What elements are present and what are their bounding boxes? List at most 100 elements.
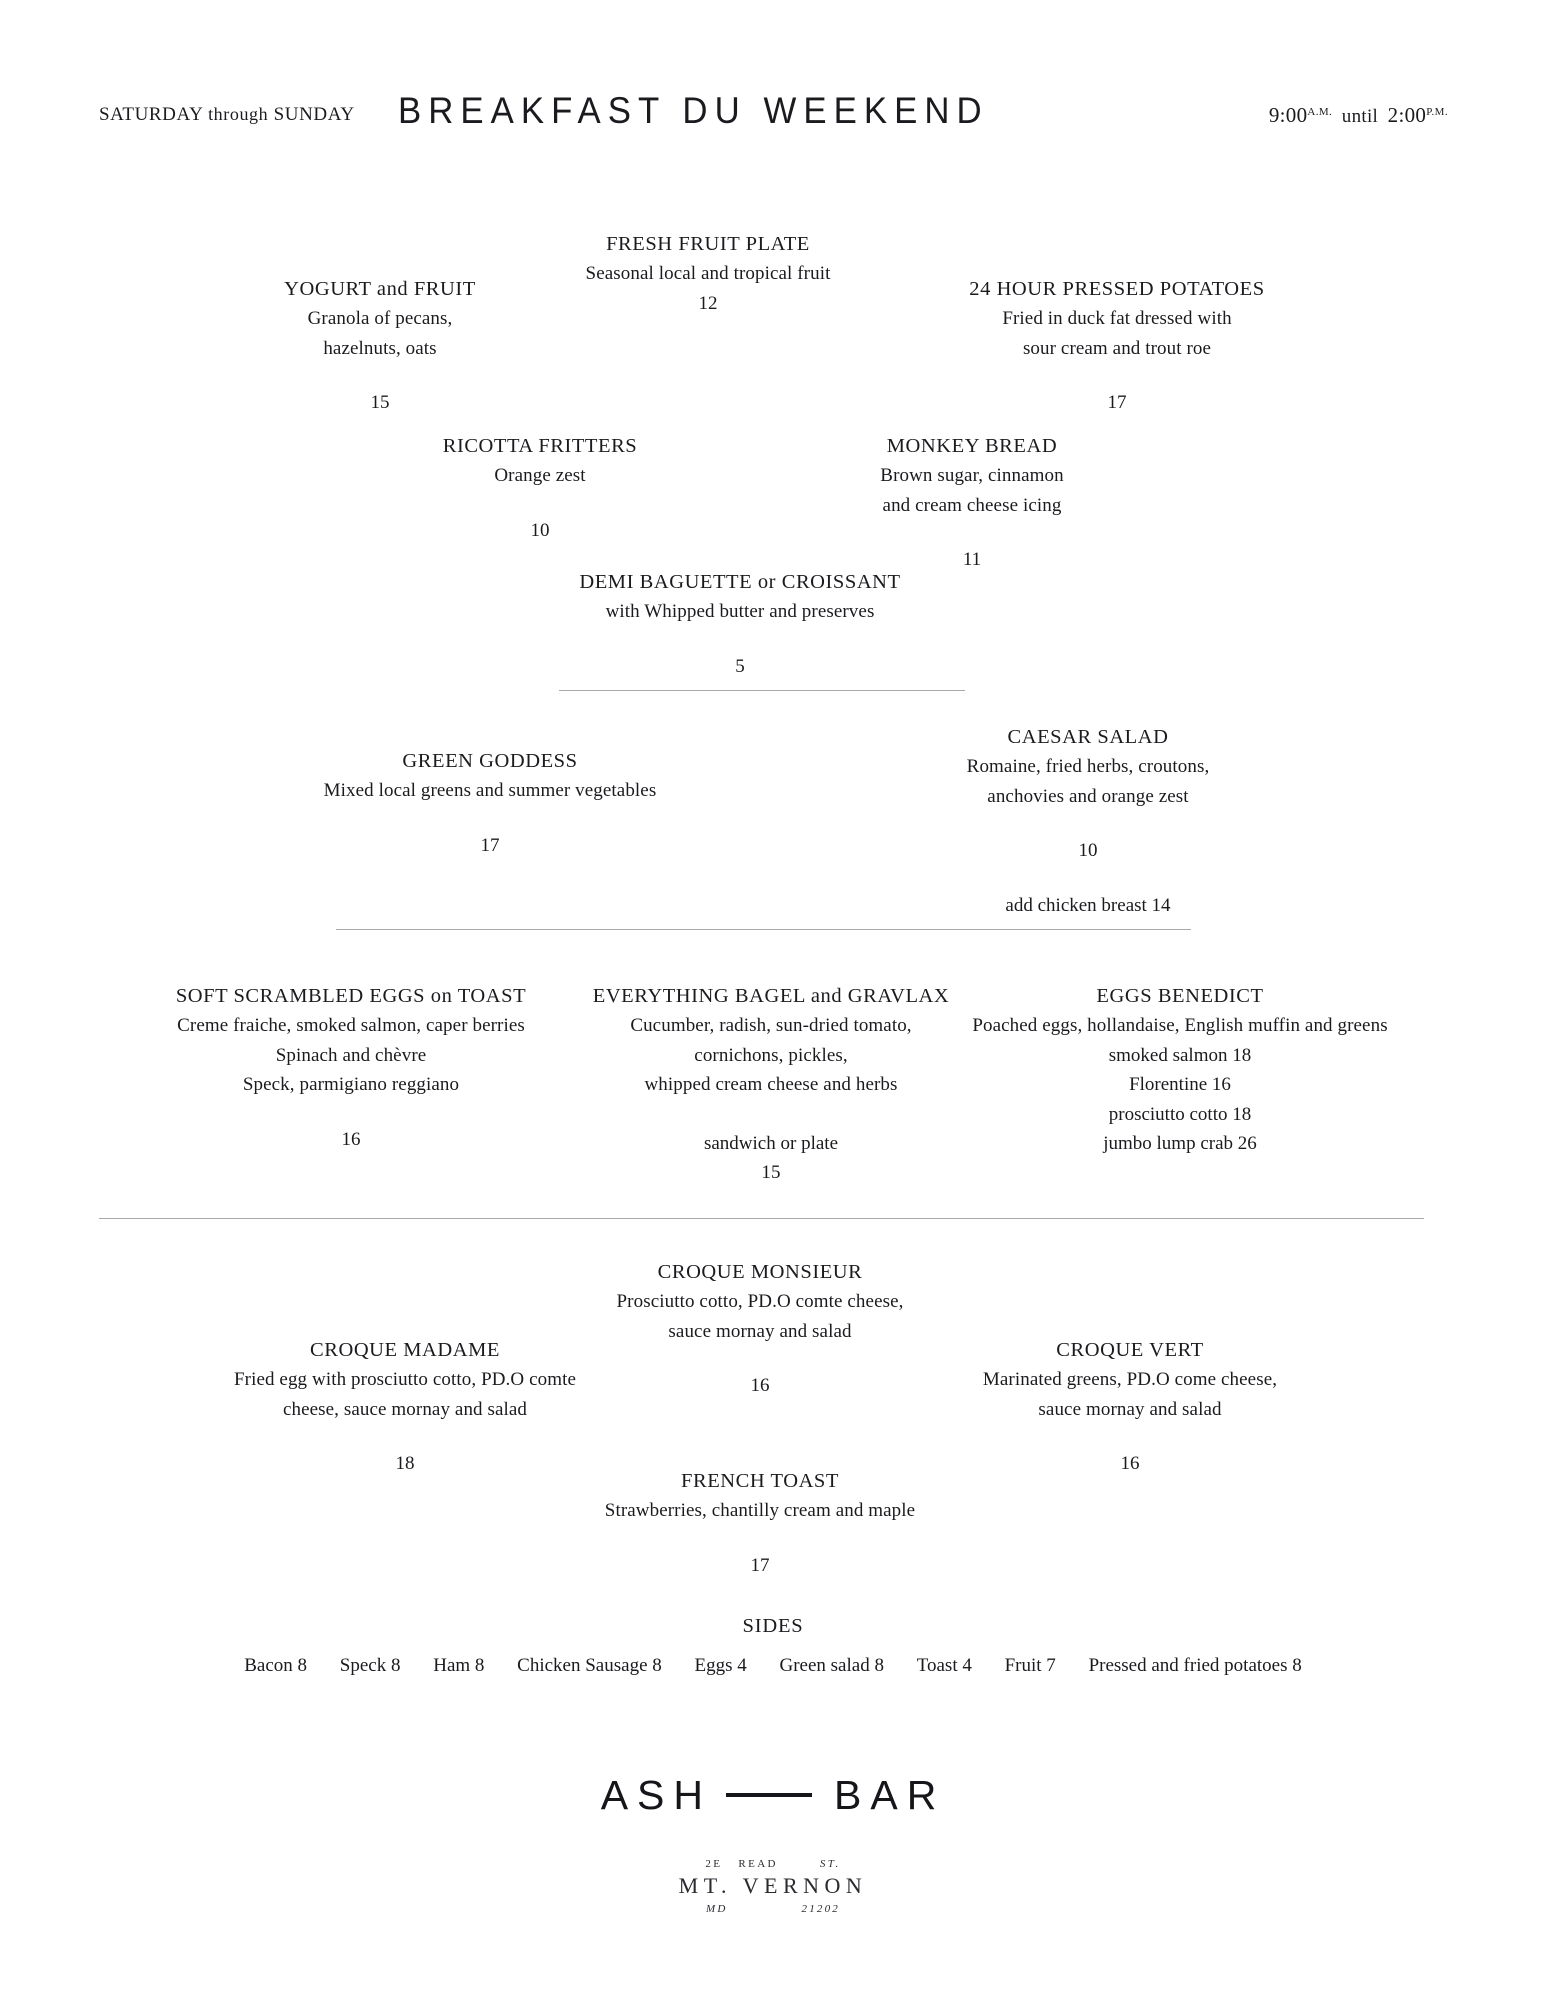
brand-logo-left: ASH [600, 1772, 712, 1818]
item-name: FRENCH TOAST [681, 1470, 839, 1492]
item-price: 15 [370, 392, 390, 413]
item-note: sandwich or plate [703, 1132, 838, 1154]
item-name: DEMI BAGUETTE or CROISSANT [579, 571, 901, 593]
item-price: 15 [761, 1161, 781, 1183]
item-name: FRESH FRUIT PLATE [606, 233, 810, 255]
item-add-on: add chicken breast 14 [1005, 895, 1171, 916]
section-divider-eggs [336, 929, 1191, 930]
item-name: CROQUE MADAME [310, 1339, 500, 1361]
menu-item-eggs-benedict: EGGS BENEDICT Poached eggs, hollandaise,… [940, 982, 1420, 1159]
service-days: SATURDAY through SUNDAY [99, 104, 355, 126]
address-zip: 21202 [801, 1903, 840, 1915]
side-item: Chicken Sausage 8 [517, 1655, 662, 1676]
item-description-line: cheese, sauce mornay and salad [282, 1398, 528, 1420]
item-description-line: sour cream and trout roe [1022, 337, 1212, 359]
item-price: 10 [530, 519, 550, 541]
item-price: 16 [341, 1128, 361, 1150]
side-item: Bacon 8 [244, 1655, 308, 1676]
address-number: 2E [705, 1858, 723, 1870]
item-description-line: Mixed local greens and summer vegetables [323, 780, 657, 801]
item-price: 17 [480, 834, 500, 856]
close-meridiem: P.M. [1426, 106, 1448, 118]
item-price: 11 [962, 549, 982, 570]
item-price: 18 [395, 1453, 415, 1474]
item-description-line: cornichons, pickles, [694, 1044, 848, 1066]
item-description-line: Romaine, fried herbs, croutons, [966, 756, 1210, 777]
item-name: EGGS BENEDICT [1096, 985, 1264, 1007]
item-description-line: Fried in duck fat dressed with [1002, 308, 1232, 329]
item-name: CROQUE VERT [1056, 1339, 1204, 1361]
service-hours: 9:00A.M. until 2:00P.M. [1269, 103, 1448, 128]
brand-logo-right: BAR [834, 1772, 946, 1818]
menu-item-green-goddess: GREEN GODDESS Mixed local greens and sum… [290, 747, 690, 860]
address-state: MD [705, 1903, 728, 1915]
side-item: Fruit 7 [1004, 1655, 1056, 1676]
item-description-line: Brown sugar, cinnamon [880, 465, 1064, 486]
menu-item-soft-scrambled-eggs: SOFT SCRAMBLED EGGS on TOAST Creme fraic… [106, 982, 596, 1154]
sides-heading: SIDES [742, 1615, 804, 1637]
menu-item-demi-baguette: DEMI BAGUETTE or CROISSANT with Whipped … [560, 568, 920, 681]
item-description-line: Orange zest [494, 465, 586, 486]
hours-connector: until [1341, 106, 1379, 127]
item-description-line: anchovies and orange zest [987, 785, 1189, 807]
address-street-type: ST. [819, 1858, 841, 1870]
brand-logo-dash-icon [726, 1792, 812, 1797]
menu-item-yogurt-and-fruit: YOGURT and FRUIT Granola of pecans, haze… [190, 275, 570, 417]
item-description-line: Speck, parmigiano reggiano [242, 1074, 460, 1095]
sides-list: Bacon 8 Speck 8 Ham 8 Chicken Sausage 8 … [0, 1655, 1546, 1677]
page-title: BREAKFAST DU WEEKEND [398, 90, 989, 131]
item-description-line: and cream cheese icing [882, 494, 1062, 516]
item-price: 10 [1078, 840, 1098, 861]
service-days-end: SUNDAY [273, 104, 355, 125]
side-item: Green salad 8 [779, 1655, 884, 1676]
menu-header: SATURDAY through SUNDAY BREAKFAST DU WEE… [0, 90, 1546, 135]
item-name: EVERYTHING BAGEL and GRAVLAX [592, 985, 950, 1007]
menu-item-french-toast: FRENCH TOAST Strawberries, chantilly cre… [560, 1467, 960, 1580]
item-price: 17 [750, 1554, 770, 1576]
item-description-line: with Whipped butter and preserves [605, 601, 875, 622]
menu-item-ricotta-fritters: RICOTTA FRITTERS Orange zest 10 [350, 432, 730, 545]
menu-item-croque-vert: CROQUE VERT Marinated greens, PD.O come … [930, 1336, 1330, 1478]
item-description-line: sauce mornay and salad [668, 1320, 852, 1342]
address-street-line: 2E READ ST. [0, 1858, 1546, 1870]
side-item: Speck 8 [339, 1655, 401, 1676]
item-description-line: Seasonal local and tropical fruit [585, 263, 831, 284]
item-description-line: whipped cream cheese and herbs [644, 1074, 898, 1095]
item-name: RICOTTA FRITTERS [442, 435, 638, 457]
item-option: Florentine 16 [1129, 1074, 1231, 1095]
menu-item-everything-bagel-gravlax: EVERYTHING BAGEL and GRAVLAX Cucumber, r… [526, 982, 1016, 1187]
item-price: 17 [1107, 392, 1127, 413]
item-description-line: Cucumber, radish, sun-dried tomato, [630, 1015, 912, 1036]
menu-item-croque-madame: CROQUE MADAME Fried egg with prosciutto … [180, 1336, 630, 1478]
item-option: prosciutto cotto 18 [1108, 1103, 1252, 1125]
item-description-line: Spinach and chèvre [275, 1044, 427, 1066]
item-name: YOGURT and FRUIT [284, 278, 476, 300]
item-description-line: Prosciutto cotto, PD.O comte cheese, [616, 1291, 904, 1312]
service-days-connector: through [208, 104, 269, 124]
menu-item-croque-monsieur: CROQUE MONSIEUR Prosciutto cotto, PD.O c… [560, 1258, 960, 1400]
brand-logo: ASH BAR [0, 1772, 1546, 1819]
service-days-start: SATURDAY [99, 104, 203, 125]
item-name: CAESAR SALAD [1007, 726, 1169, 748]
side-item: Toast 4 [916, 1655, 972, 1676]
item-price: 5 [735, 655, 745, 677]
open-meridiem: A.M. [1307, 106, 1333, 118]
item-description-line: Fried egg with prosciutto cotto, PD.O co… [233, 1369, 577, 1390]
item-description-line: hazelnuts, oats [323, 337, 437, 359]
item-description-line: Poached eggs, hollandaise, English muffi… [972, 1015, 1388, 1036]
item-option: jumbo lump crab 26 [1103, 1133, 1257, 1154]
side-item: Ham 8 [433, 1655, 485, 1676]
address-street: READ [738, 1858, 778, 1870]
menu-item-pressed-potatoes: 24 HOUR PRESSED POTATOES Fried in duck f… [913, 275, 1321, 417]
menu-item-monkey-bread: MONKEY BREAD Brown sugar, cinnamon and c… [782, 432, 1162, 574]
side-item: Eggs 4 [694, 1655, 747, 1676]
menu-item-fresh-fruit-plate: FRESH FRUIT PLATE Seasonal local and tro… [508, 230, 908, 318]
item-description-line: Creme fraiche, smoked salmon, caper berr… [177, 1015, 525, 1036]
item-name: CROQUE MONSIEUR [657, 1261, 863, 1283]
item-description-line: Strawberries, chantilly cream and maple [604, 1500, 916, 1521]
item-description-line: Granola of pecans, [307, 308, 453, 329]
section-divider-croques [99, 1218, 1424, 1219]
item-name: GREEN GODDESS [402, 750, 578, 772]
